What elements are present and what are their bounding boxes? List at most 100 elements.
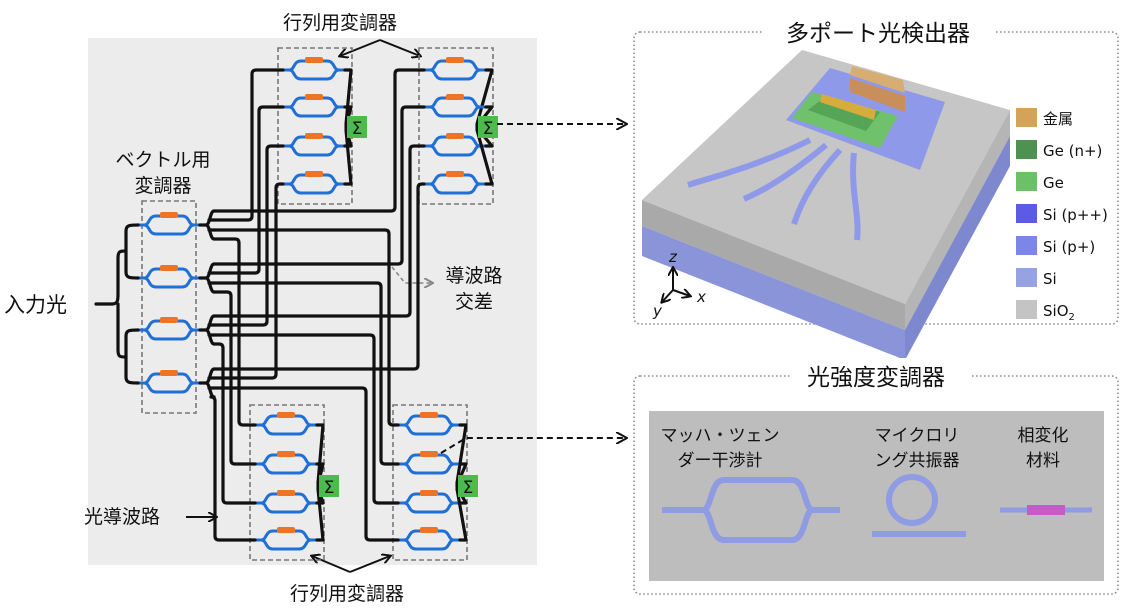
heater [277,412,295,418]
modulator-connector [440,438,626,454]
waveguide-crossing-label-2: 交差 [455,291,493,313]
sum-node: Σ [458,475,478,498]
intensity-modulator-panel: 光強度変調器 マッハ・ツェン ダー干渉計 マイクロリ ング共振器 相変化 材料 [633,358,1119,595]
route-top-left [212,105,285,275]
z-axis-label: z [668,248,678,266]
matrix-modulator [424,133,486,157]
vector-modulator-bank [141,200,197,414]
sum-node: Σ [347,116,367,139]
heater [305,171,323,177]
vector-modulator-label-1: ベクトル用 [115,149,210,171]
matrix-modulator-bank [249,404,325,561]
splitter [124,328,140,385]
route-bottom-right [212,333,400,505]
fanout-split [204,262,216,294]
heater [420,451,438,457]
matrix-modulator [255,527,317,551]
pcm-label-1: 相変化 [1018,426,1069,446]
heater [277,527,295,533]
pcm-label-2: 材料 [1026,451,1060,471]
heater [305,57,323,63]
legend-label: Si [1043,270,1057,288]
legend-label: Si (p+) [1043,238,1095,256]
legend-label: Ge [1043,174,1064,192]
axes-indicator: z x y [652,248,706,320]
label-arrow [379,39,420,56]
combiner-waveguide [455,487,468,542]
heater [277,451,295,457]
route-top-right [212,182,426,371]
combiner-waveguide [475,128,494,186]
vector-modulator-label-2: 変調器 [134,175,191,197]
matrix-modulator [398,412,460,436]
heater [446,94,464,100]
photonic-circuit: Σ Σ Σ Σ [94,47,498,561]
heater [420,490,438,496]
crossing-pointer [391,266,432,283]
matrix-modulator-label-bottom: 行列用変調器 [290,583,404,605]
sum-symbol: Σ [483,119,494,139]
sum-symbol: Σ [324,478,335,498]
optical-waveguide-label: 光導波路 [84,506,160,528]
route-bottom-left [212,237,257,427]
legend-swatch [1016,268,1037,287]
waveguide-crossing-label-1: 導波路 [445,265,502,287]
heater [305,94,323,100]
matrix-modulator [424,94,486,118]
splitter [124,223,140,280]
legend-item: Ge (n+) [1016,140,1102,160]
label-arrow [349,556,390,573]
matrix-modulator [424,171,486,195]
vector-modulator [138,212,200,236]
route-top-left [212,182,285,380]
matrix-modulator [398,527,460,551]
splitter [110,249,128,359]
vector-modulator [138,265,200,289]
matrix-modulator [255,412,317,436]
matrix-modulator [424,57,486,81]
fanout-split [204,367,216,399]
matrix-modulator [283,57,345,81]
fanout-split [204,209,216,241]
legend-label: SiO2 [1043,302,1075,323]
matrix-modulator-label-top: 行列用変調器 [283,12,397,34]
route-top-left [212,144,285,327]
heater [420,412,438,418]
legend-item: 金属 [1016,108,1073,128]
sum-node: Σ [478,116,498,139]
neural-network-diagram: 行列用変調器 行列用変調器 ベクトル用 変調器 入力光 導波路 交差 光導波路 … [4,12,537,605]
legend-item: Ge [1016,172,1064,192]
input-light-label: 入力光 [4,293,67,317]
legend-swatch [1016,140,1037,159]
ring-resonator-device [872,474,966,537]
matrix-modulator [255,490,317,514]
fanout-split [204,314,216,346]
combiner-waveguide [315,487,325,542]
route-bottom-right [212,386,400,542]
ring-label-1: マイクロリ [875,426,960,446]
heater [305,133,323,139]
heater [420,527,438,533]
heater [160,317,178,323]
vector-modulator [138,370,200,394]
heater [277,490,295,496]
legend-swatch [1016,108,1037,127]
heater [160,370,178,376]
combiner-waveguide [343,128,353,186]
matrix-modulator [398,490,460,514]
legend-label: Si (p++) [1043,206,1108,224]
legend-swatch [1016,204,1037,223]
heater [446,133,464,139]
route-bottom-left [212,342,257,505]
sum-symbol: Σ [463,478,474,498]
route-top-right [212,105,426,266]
legend-item: Si (p+) [1016,236,1095,256]
sum-node: Σ [319,475,339,498]
heater [160,265,178,271]
y-axis-label: y [652,302,663,320]
vector-modulator [138,317,200,341]
heater [160,212,178,218]
route-bottom-right [212,281,400,466]
matrix-modulator [283,171,345,195]
